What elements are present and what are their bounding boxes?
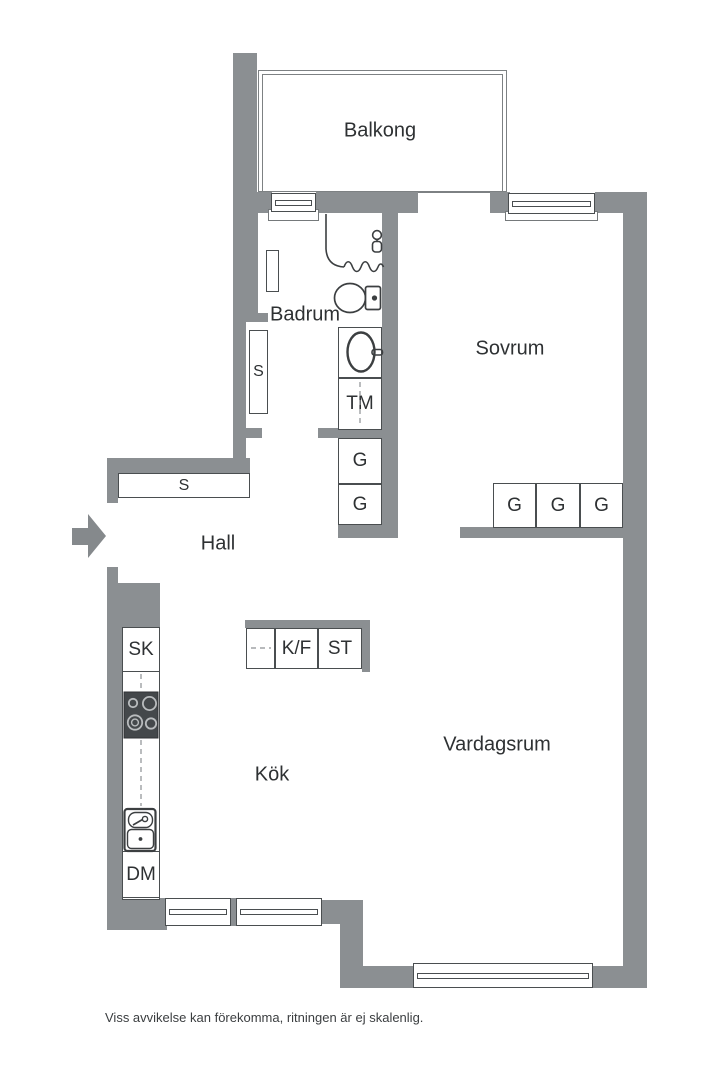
bedroom-window-glass — [512, 200, 591, 207]
dishwasher: DM — [122, 851, 160, 898]
wall-window-mullion — [231, 898, 237, 926]
wall-island-top — [245, 620, 370, 628]
wall-bathroom-east — [382, 213, 398, 525]
bathroom-sink-icon — [346, 331, 384, 373]
living-room-window — [413, 963, 593, 988]
wall-south-right-of-window — [593, 966, 647, 988]
bedroom-balcony-opening — [418, 192, 490, 213]
wardrobe-g-5-label: G — [594, 494, 609, 516]
disclaimer-text: Viss avvikelse kan förekomma, ritningen … — [105, 1010, 424, 1025]
dishwasher-label: DM — [126, 863, 156, 885]
bathroom-closet-s-label: S — [253, 363, 264, 380]
wardrobe-g-2-label: G — [352, 493, 368, 515]
wall-bathroom-south-bar — [318, 428, 382, 438]
room-label-hall: Hall — [200, 532, 236, 555]
wall-kitchen-west — [107, 627, 123, 930]
bedroom-window — [508, 193, 595, 214]
wall-balcony-left-column — [233, 53, 257, 193]
wall-closet-niche-bottom — [338, 525, 398, 538]
wardrobe-g-3-label: G — [507, 494, 522, 516]
balcony-railing-inner — [262, 74, 503, 192]
wall-bedroom-divider — [460, 527, 623, 538]
kitchen-tall-cabinet-sk: SK — [122, 627, 160, 672]
wall-top-segment-2 — [316, 192, 418, 213]
wall-kitchen-south-right — [322, 900, 363, 924]
wall-bathroom-door-stub — [245, 428, 262, 438]
room-label-bathroom: Badrum — [269, 303, 341, 326]
wall-island-right — [362, 620, 370, 672]
kitchen-window-1 — [165, 898, 231, 926]
room-label-balcony: Balkong — [343, 119, 417, 142]
dashed-guides — [140, 382, 361, 806]
fridge-freezer-label: K/F — [281, 637, 312, 659]
toilet-icon — [333, 282, 382, 314]
balcony-railing-outer — [258, 70, 507, 192]
wall-top-segment-3 — [490, 192, 510, 213]
entrance-arrow-icon — [72, 514, 106, 558]
balcony-door — [271, 193, 316, 212]
fridge-freezer: K/F — [275, 628, 318, 669]
kitchen-window-2-glass — [240, 909, 318, 915]
stove-icon — [123, 691, 159, 739]
wardrobe-g-2: G — [338, 484, 382, 525]
wall-hall-west-upper — [107, 473, 118, 503]
wall-south-step — [340, 922, 363, 988]
kitchen-sink-icon — [123, 807, 157, 853]
wall-bathroom-west-stub — [245, 313, 268, 322]
wardrobe-g-3: G — [493, 483, 536, 528]
bathroom-closet-s: S — [249, 330, 268, 414]
wall-hall-top — [107, 458, 250, 473]
room-label-living-room: Vardagsrum — [443, 733, 551, 756]
wardrobe-g-5: G — [580, 483, 623, 528]
kitchen-tall-cabinet-sk-label: SK — [128, 638, 154, 660]
wall-bathroom-west-lower — [233, 322, 246, 473]
wardrobe-g-4-label: G — [550, 494, 566, 516]
wall-kitchen-step-block — [107, 583, 160, 627]
kitchen-window-1-glass — [169, 909, 227, 915]
balcony-door-glass — [275, 199, 312, 206]
wall-bathroom-west-upper — [233, 193, 258, 322]
kitchen-window-2 — [236, 898, 322, 926]
wardrobe-g-1-label: G — [352, 450, 368, 471]
wardrobe-g-1: G — [338, 438, 382, 484]
wall-right — [623, 192, 647, 988]
radiator-icon — [266, 250, 279, 292]
living-room-window-glass — [417, 972, 589, 979]
wall-southwest-corner — [107, 898, 167, 930]
room-label-kitchen: Kök — [254, 763, 290, 786]
pantry-st: ST — [318, 628, 362, 669]
wall-south-left-of-window — [363, 966, 413, 988]
wardrobe-g-4: G — [536, 483, 580, 528]
room-label-bedroom: Sovrum — [475, 337, 545, 360]
shower-head-icon — [371, 229, 383, 253]
pantry-st-label: ST — [327, 637, 353, 659]
wall-hall-west-lower — [107, 567, 118, 583]
hall-closet-s: S — [118, 473, 250, 498]
hall-closet-s-label: S — [178, 476, 190, 494]
shower-icon — [325, 214, 385, 273]
